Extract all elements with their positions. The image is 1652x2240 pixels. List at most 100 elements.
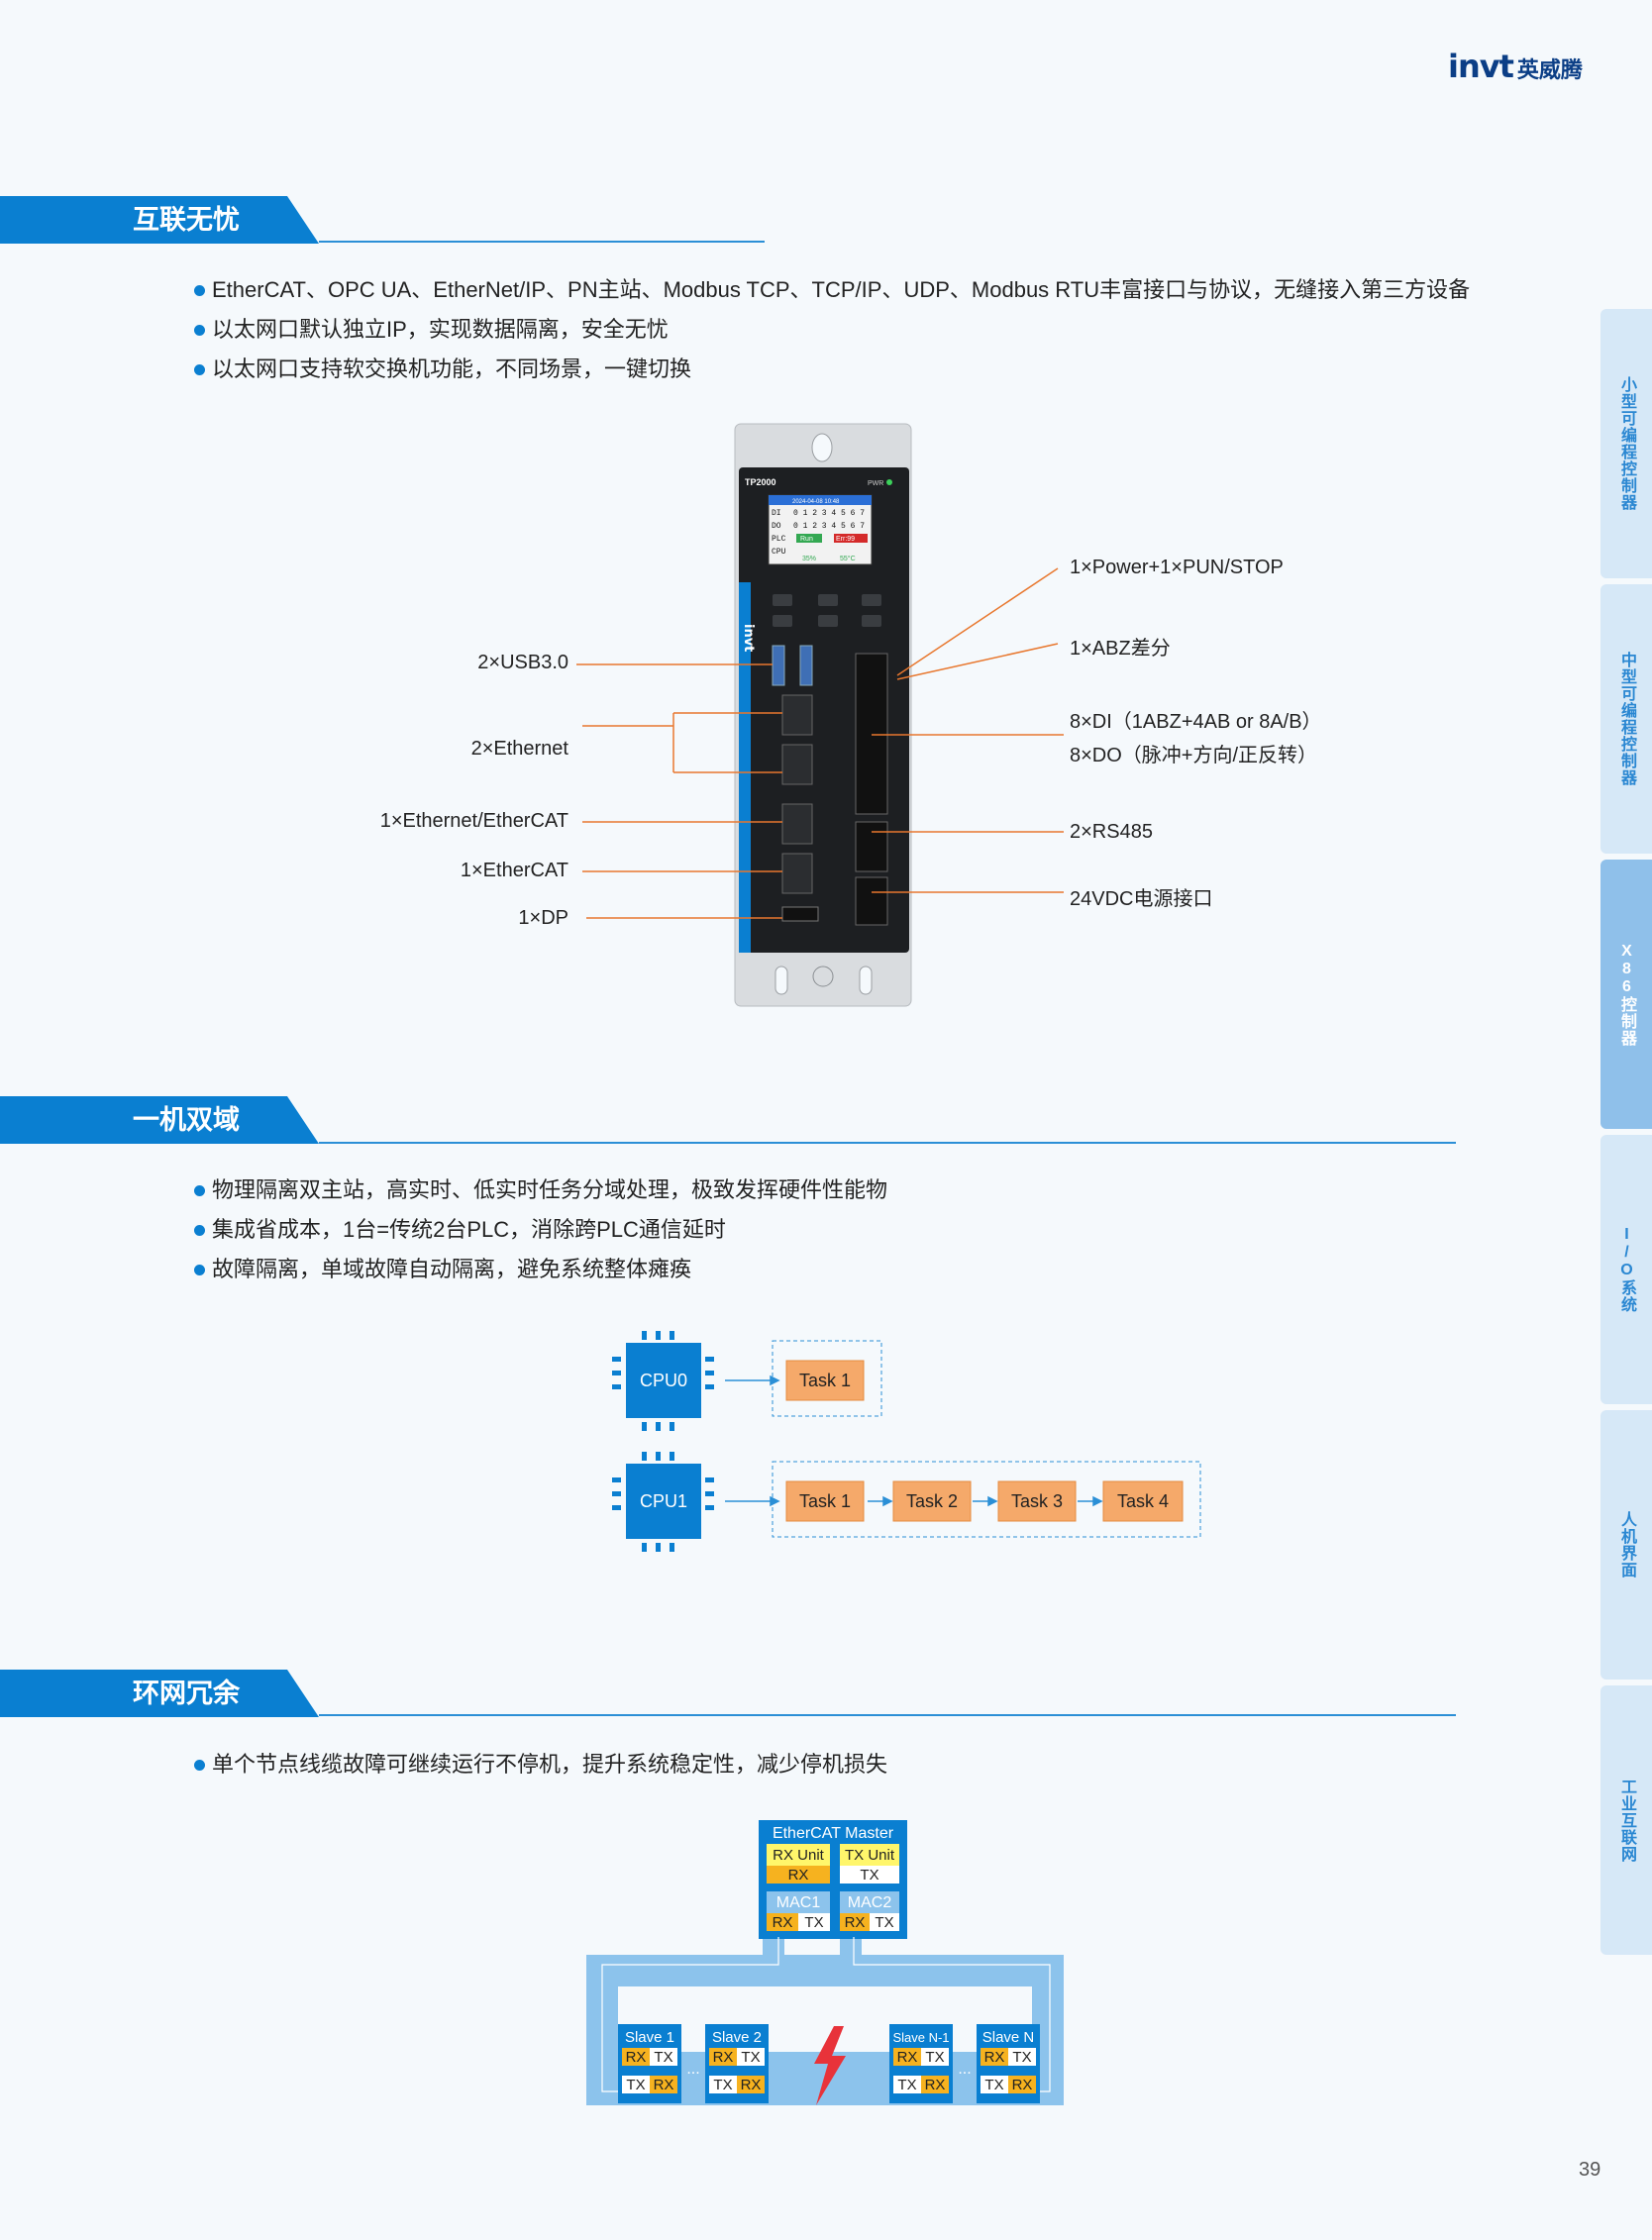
- list-item: 单个节点线缆故障可继续运行不停机，提升系统稳定性，减少停机损失: [194, 1745, 887, 1784]
- slave-label: Slave N-1: [892, 2030, 949, 2045]
- tx-unit-box: [840, 1844, 899, 1866]
- lcd-run-badge: [796, 534, 822, 543]
- ethernet-port: [781, 744, 813, 785]
- tx-cell: [1008, 2048, 1036, 2066]
- arrow-head: [770, 1375, 780, 1386]
- key-down: [818, 615, 838, 627]
- lcd-err-badge: [834, 534, 868, 543]
- usb-port: [772, 645, 785, 686]
- side-tab-small-plc[interactable]: 小型可编程控制器: [1600, 309, 1652, 578]
- lcd-row-key: DO: [772, 522, 781, 531]
- bullet-list: 物理隔离双主站，高实时、低实时任务分域处理，极致发挥硬件性能物 集成省成本，1台…: [194, 1171, 887, 1289]
- mount-slot: [859, 966, 873, 995]
- rx-label: RX: [897, 2049, 918, 2066]
- tx-label: TX: [741, 2049, 760, 2066]
- io-terminal: [855, 653, 888, 815]
- rx-label: RX: [984, 2049, 1005, 2066]
- rx-label: RX: [1012, 2077, 1033, 2093]
- slave-label: Slave N: [982, 2029, 1035, 2046]
- section-divider: [319, 1142, 1456, 1144]
- arrow-head: [987, 1495, 998, 1507]
- cpu-pins: [612, 1331, 714, 1552]
- rx-cell: [650, 2076, 677, 2093]
- rx-label: RX: [741, 2077, 762, 2093]
- callout-power: 1×Power+1×PUN/STOP: [1070, 557, 1284, 578]
- section-divider: [319, 241, 765, 243]
- ethercat-port: [781, 853, 813, 894]
- tx-label: TX: [804, 1914, 823, 1931]
- pwr-label: PWR: [868, 480, 883, 487]
- tx-cell: [622, 2076, 650, 2093]
- task-label: Task 1: [799, 1371, 851, 1390]
- tx-label: TX: [984, 2077, 1003, 2093]
- rx-cell: [767, 1866, 830, 1884]
- rx-label: RX: [773, 1914, 793, 1931]
- tx-cell: [981, 2076, 1008, 2093]
- callout-ethernet: 2×Ethernet: [470, 738, 568, 760]
- tx-cell: [709, 2076, 737, 2093]
- cpu1-chip: [626, 1464, 701, 1539]
- callout-usb: 2×USB3.0: [477, 652, 568, 673]
- bullet-list: EtherCAT、OPC UA、EtherNet/IP、PN主站、Modbus …: [194, 270, 1470, 389]
- power-terminal: [855, 876, 888, 926]
- callout-line: [896, 567, 1059, 676]
- brand-logo: invt 英威腾: [1448, 48, 1583, 85]
- lcd-row-key: DI: [772, 509, 781, 518]
- cpu1-domain-frame: [772, 1461, 1201, 1538]
- task-box: [785, 1360, 865, 1401]
- mac1-label: MAC1: [776, 1894, 821, 1911]
- rx-cell: [737, 2076, 765, 2093]
- device-diagram: invt TP2000 PWR 2024-04-08 10:48 DI 0 1 …: [576, 423, 1064, 1007]
- key-ok: [862, 615, 881, 627]
- rx-label: RX: [925, 2077, 946, 2093]
- tx-cell: [840, 1866, 899, 1884]
- callout-ethercat: 1×EtherCAT: [460, 860, 568, 881]
- cpu-domain-diagram: CPU0 CPU1 Task 1 Task 1 Task 2 Task 3 Ta…: [612, 1331, 1201, 1552]
- task-box: [997, 1480, 1077, 1522]
- tx-label: TX: [1012, 2049, 1031, 2066]
- task-label: Task 1: [799, 1491, 851, 1511]
- ground-icon: [812, 966, 834, 987]
- section-header-dual-domain: 一机双域: [0, 1096, 319, 1144]
- lcd-date: 2024-04-08 10:48: [792, 499, 840, 505]
- cpu0-chip: [626, 1343, 701, 1418]
- task-box: [892, 1480, 972, 1522]
- callout-line: [896, 643, 1059, 680]
- side-tab-x86[interactable]: X86控制器: [1600, 860, 1652, 1129]
- rx-unit-label: RX Unit: [773, 1847, 825, 1864]
- side-tab-mid-plc[interactable]: 中型可编程控制器: [1600, 584, 1652, 854]
- cpu0-label: CPU0: [640, 1371, 687, 1390]
- bullet-list: 单个节点线缆故障可继续运行不停机，提升系统稳定性，减少停机损失: [194, 1745, 887, 1784]
- tx-cell: [893, 2076, 921, 2093]
- task-label: Task 2: [906, 1491, 958, 1511]
- callout-rs485: 2×RS485: [1070, 821, 1153, 843]
- list-item: 集成省成本，1台=传统2台PLC，消除跨PLC通信延时: [194, 1210, 887, 1250]
- slave-label: Slave 2: [712, 2029, 762, 2046]
- side-tab-iiot[interactable]: 工业互联网: [1600, 1685, 1652, 1955]
- lcd-row-key: PLC: [772, 535, 786, 544]
- rx-cell: [709, 2048, 737, 2066]
- callout-24vdc: 24VDC电源接口: [1070, 888, 1213, 910]
- rx-label: RX: [788, 1867, 809, 1884]
- lcd-row-value: 0 1 2 3 4 5 6 7: [793, 522, 865, 531]
- callout-di: 8×DI（1ABZ+4AB or 8A/B）: [1070, 711, 1322, 733]
- arrow-head: [770, 1495, 780, 1507]
- lcd-row-value: 0 1 2 3 4 5 6 7: [793, 509, 865, 518]
- list-item: 以太网口支持软交换机功能，不同场景，一键切换: [194, 350, 1470, 389]
- ethernet-port: [781, 694, 813, 736]
- page-number: 39: [1579, 2159, 1601, 2181]
- rx-label: RX: [713, 2049, 734, 2066]
- list-item: EtherCAT、OPC UA、EtherNet/IP、PN主站、Modbus …: [194, 270, 1470, 310]
- side-tab-hmi[interactable]: 人机界面: [1600, 1410, 1652, 1680]
- pwr-led: [886, 479, 892, 485]
- ellipsis: ...: [958, 2061, 971, 2078]
- usb-port: [799, 645, 813, 686]
- rx-cell: [981, 2048, 1008, 2066]
- fault-bolt-icon: [814, 2026, 846, 2105]
- mount-hole: [811, 433, 833, 462]
- rx-cell: [1008, 2076, 1036, 2093]
- cpu1-label: CPU1: [640, 1491, 687, 1511]
- side-tab-io[interactable]: I/O系统: [1600, 1135, 1652, 1404]
- tx-cell: [798, 1913, 830, 1931]
- arrow-head: [1092, 1495, 1103, 1507]
